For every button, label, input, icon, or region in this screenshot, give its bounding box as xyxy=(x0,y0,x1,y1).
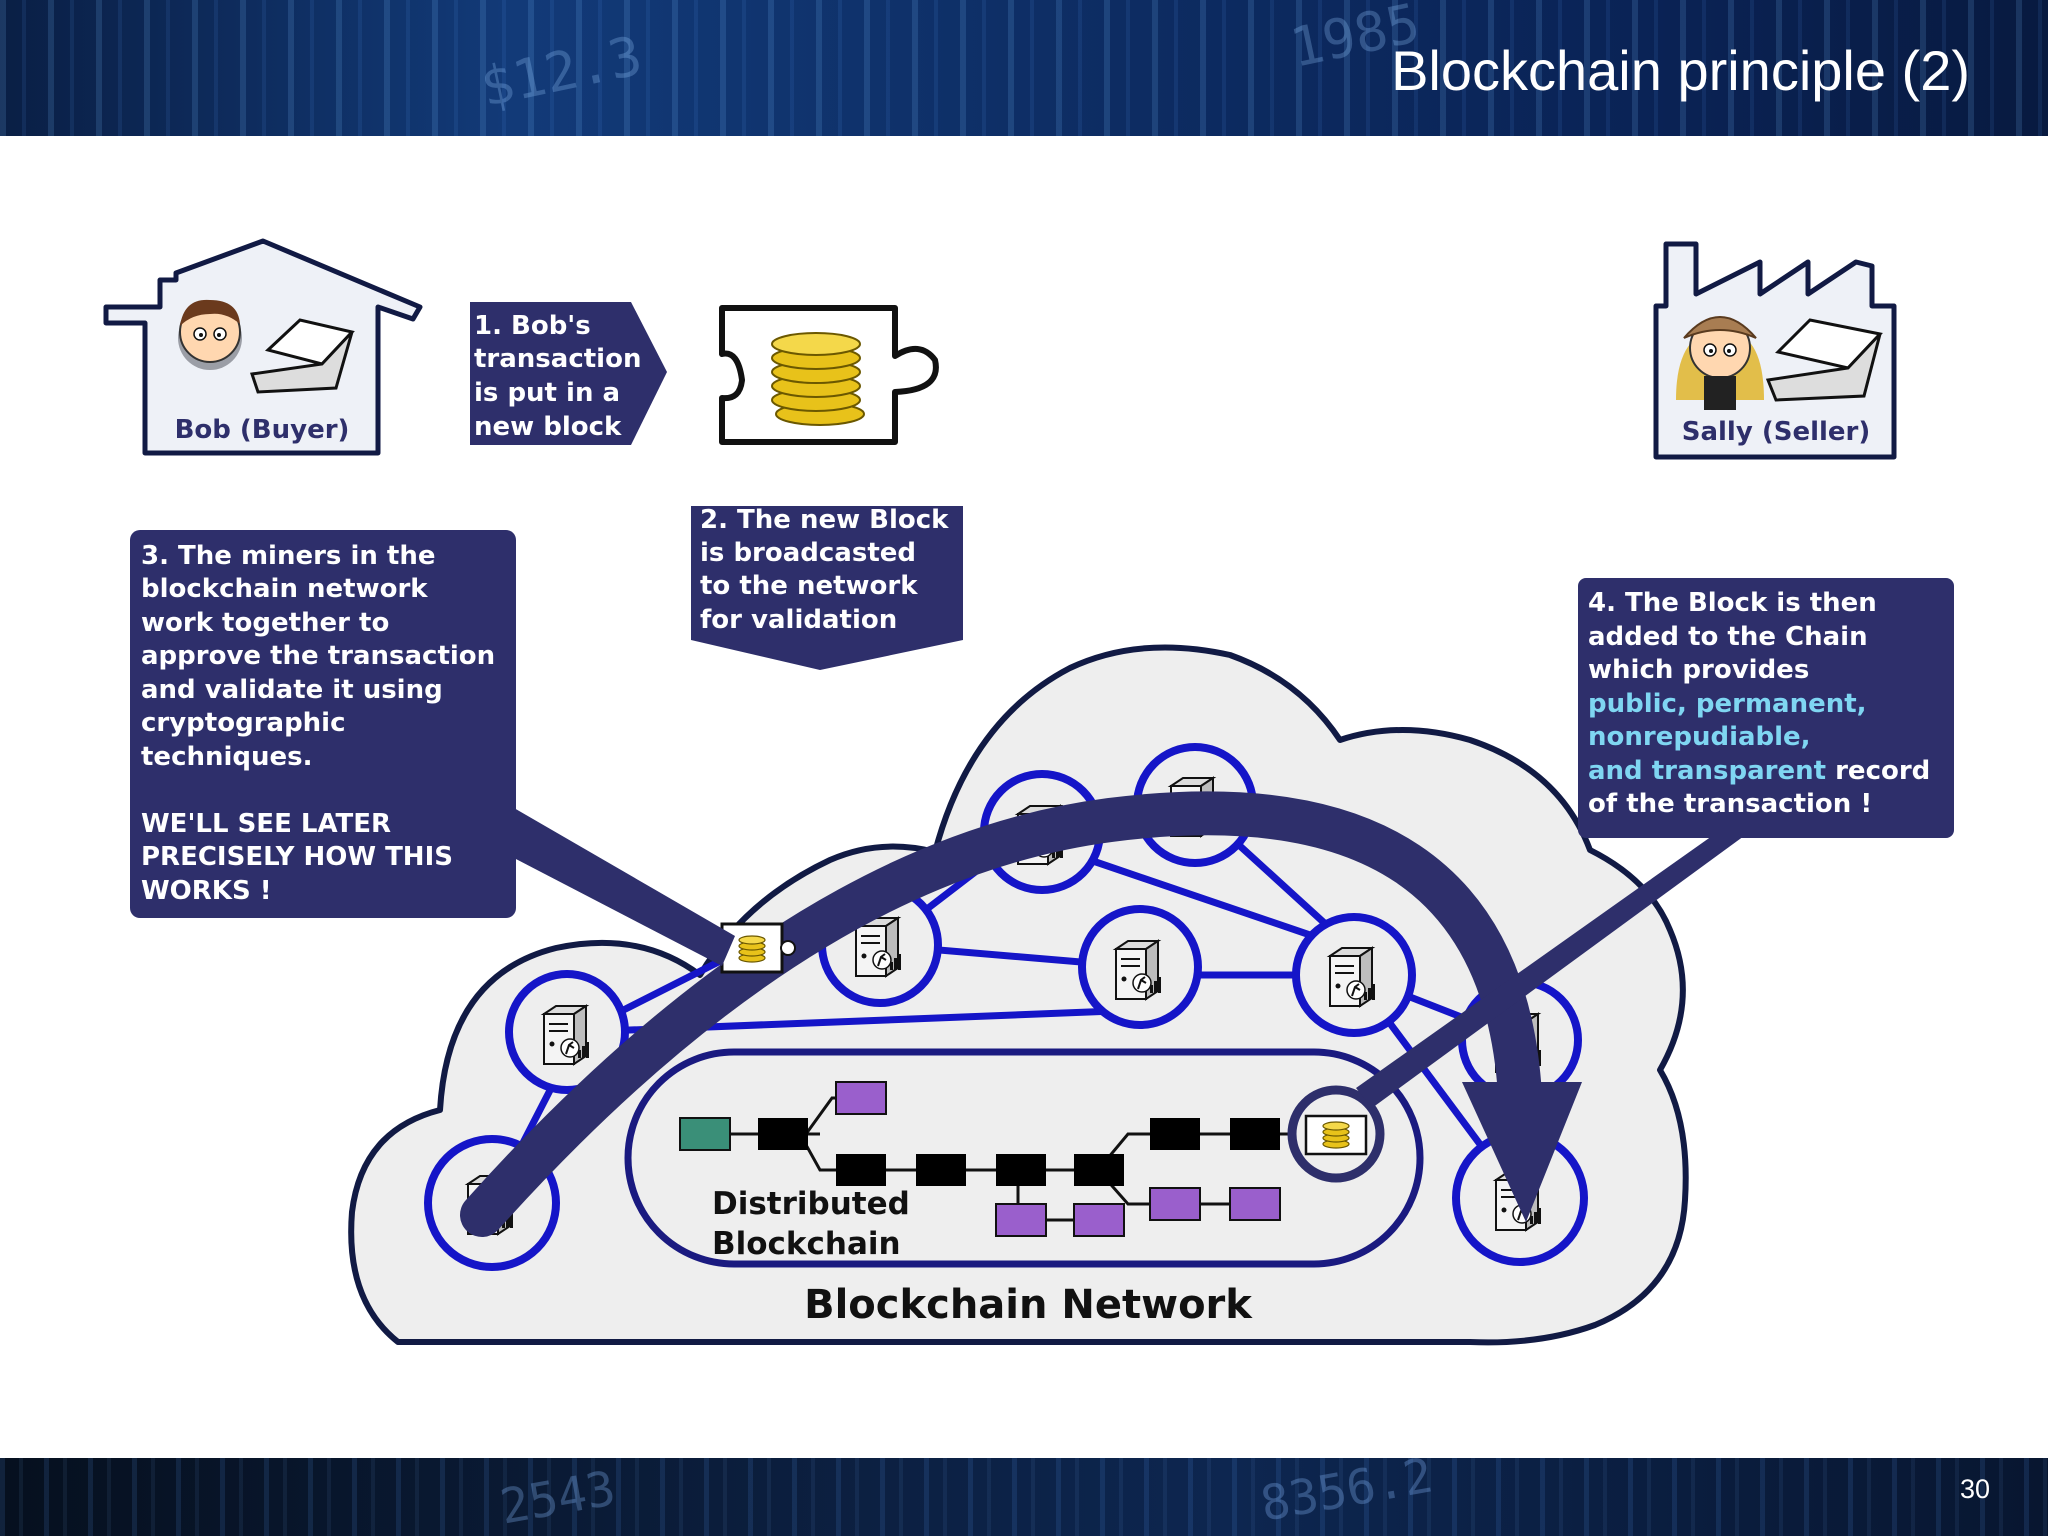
curved-arrow-icon xyxy=(460,791,1582,1237)
miner-node xyxy=(1292,913,1416,1037)
chain-block xyxy=(836,1154,886,1186)
step1-line: 1. Bob's xyxy=(474,311,591,341)
step3-line: cryptographic xyxy=(141,708,346,738)
laptop-icon xyxy=(1765,318,1883,402)
buyer-house: Bob (Buyer) xyxy=(103,238,423,456)
orphan-block xyxy=(1073,1203,1125,1237)
network-label: Blockchain Network xyxy=(804,1282,1253,1328)
step3-line: WE'LL SEE LATER xyxy=(141,809,391,839)
svg-text:4. The Block is then add: 4. The Block is then added to the Chain … xyxy=(1588,588,1939,819)
step3-line: 3. The miners in the xyxy=(141,541,436,571)
appended-block xyxy=(1287,1085,1385,1183)
miner-node xyxy=(505,970,629,1094)
coin-stack-icon xyxy=(1322,1121,1350,1149)
distributed-blockchain-label: Distributed xyxy=(712,1186,910,1222)
svg-text:1. Bob's transaction: 1. Bob's transaction is put in a new blo… xyxy=(474,311,651,442)
orphan-block xyxy=(1229,1187,1281,1221)
step1-line: transaction xyxy=(474,344,641,374)
orphan-block xyxy=(1149,1187,1201,1221)
footer-bar: 2543 8356.2 xyxy=(0,1458,2048,1536)
step3-line: WORKS ! xyxy=(141,876,272,906)
travelling-block xyxy=(708,922,796,974)
header-background-pattern xyxy=(0,0,2048,136)
chain-block xyxy=(916,1154,966,1186)
chain-block xyxy=(758,1118,808,1150)
step4-highlight: nonrepudiable, xyxy=(1588,722,1811,752)
step4-line: of the transaction ! xyxy=(1588,789,1872,819)
orphan-block xyxy=(995,1203,1047,1237)
coin-stack-icon xyxy=(738,935,766,963)
coin-stack-icon xyxy=(771,332,865,426)
sally-avatar-icon xyxy=(1676,316,1764,410)
distributed-blockchain-label: Blockchain xyxy=(712,1226,901,1262)
step4-highlight: public, permanent, xyxy=(1588,689,1867,719)
house-icon xyxy=(103,238,423,456)
step3-callout: 3. The miners in the blockchain network … xyxy=(130,530,735,966)
step2-line: for validation xyxy=(700,605,897,635)
chain-block xyxy=(1230,1118,1280,1150)
header-bar: $12.3 1985 xyxy=(0,0,2048,136)
genesis-block xyxy=(679,1117,731,1151)
miner-node xyxy=(1078,905,1202,1029)
step2-callout: 2. The new Block is broadcasted to the n… xyxy=(691,505,963,670)
step4-line: 4. The Block is then xyxy=(1588,588,1877,618)
chain-block xyxy=(1074,1154,1124,1186)
miner-server-icon xyxy=(1329,947,1376,1007)
step3-line: techniques. xyxy=(141,742,313,772)
step1-line: new block xyxy=(474,412,622,442)
step3-line: PRECISELY HOW THIS xyxy=(141,842,453,872)
step2-line: 2. The new Block xyxy=(700,505,949,535)
step1-line: is put in a xyxy=(474,378,620,408)
laptop-icon xyxy=(250,318,355,394)
miner-server-icon xyxy=(543,1005,590,1065)
chain-block xyxy=(1150,1118,1200,1150)
step3-line: blockchain network xyxy=(141,574,428,604)
page-number: 30 xyxy=(1959,1474,1990,1504)
bob-avatar-icon xyxy=(178,299,242,370)
step2-line: is broadcasted xyxy=(700,538,916,568)
footer-background-pattern xyxy=(0,1458,2048,1536)
step4-line: record xyxy=(1826,756,1930,786)
chain-block xyxy=(996,1154,1046,1186)
step3-line: and validate it using xyxy=(141,675,443,705)
svg-text:3. The miners in the blo: 3. The miners in the blockchain network … xyxy=(141,541,504,906)
step2-line: to the network xyxy=(700,571,918,601)
step4-line: added to the Chain xyxy=(1588,622,1868,652)
step3-line: approve the transaction xyxy=(141,641,495,671)
buyer-label: Bob (Buyer) xyxy=(175,415,350,445)
step4-line: which provides xyxy=(1588,655,1809,685)
svg-text:2. The new Block is broa: 2. The new Block is broadcasted to the n… xyxy=(700,505,958,635)
seller-factory: Sally (Seller) xyxy=(1653,241,1897,460)
step3-line: work together to xyxy=(141,608,389,638)
step1-callout: 1. Bob's transaction is put in a new blo… xyxy=(470,302,667,445)
miner-server-icon xyxy=(1115,940,1162,1000)
new-block xyxy=(719,305,939,445)
step4-callout: 4. The Block is then added to the Chain … xyxy=(1356,578,1954,1108)
seller-label: Sally (Seller) xyxy=(1682,417,1871,447)
step4-highlight: and transparent xyxy=(1588,756,1826,786)
orphan-block xyxy=(835,1081,887,1115)
slide-title: Blockchain principle (2) xyxy=(1391,39,1970,102)
miner-server-icon xyxy=(855,917,902,977)
